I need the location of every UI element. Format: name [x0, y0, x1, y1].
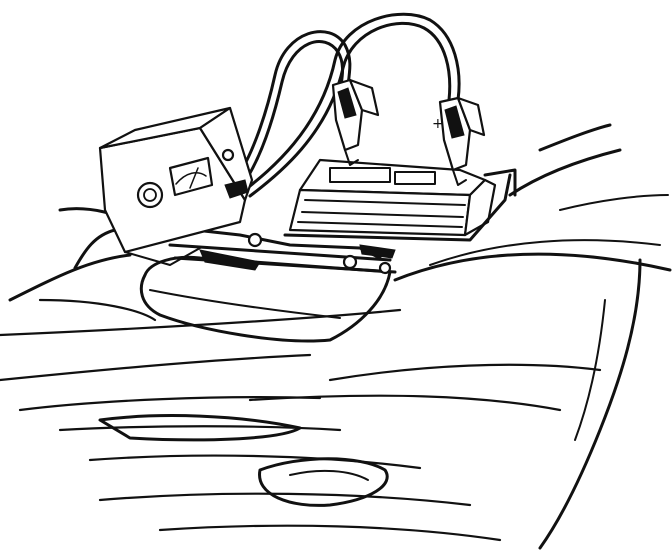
charger-cables	[73, 12, 461, 270]
body-right-edge	[538, 258, 642, 550]
fog-lamp-inner	[289, 469, 369, 481]
charger-cable-exit	[224, 179, 249, 199]
negative-clamp-grip	[337, 87, 357, 119]
battery-tray	[283, 173, 512, 242]
lower-air-intake	[98, 414, 302, 442]
charger-meter-needle	[189, 167, 199, 189]
charger-meter	[168, 156, 214, 197]
hood-right-lower	[393, 252, 672, 282]
bumper-line-10	[158, 524, 502, 542]
positive-clamp-tip	[452, 169, 467, 186]
engine-bay	[168, 228, 397, 275]
latch-bolt-2	[342, 254, 358, 270]
bumper-line-7	[58, 425, 342, 432]
battery-bracket	[483, 168, 517, 197]
negative-clamp: -	[331, 78, 380, 175]
cable-negative-outer	[233, 30, 352, 182]
cable-negative-inner	[238, 40, 345, 190]
negative-clamp-tip	[344, 149, 359, 166]
charger-meter-arc	[175, 171, 207, 185]
fender-left-contour	[8, 253, 132, 302]
positive-clamp-jaw	[456, 96, 486, 137]
charger-knob-inner	[143, 188, 157, 202]
charger-base	[124, 247, 201, 266]
bumper-line-2	[38, 298, 157, 322]
battery-label-1	[329, 167, 391, 183]
car-front-body	[0, 123, 672, 550]
hood-right-sweep	[508, 148, 622, 197]
bumper-line-3	[0, 353, 312, 382]
battery-rib-3	[297, 221, 463, 228]
hood-right-line3	[559, 194, 669, 211]
car-battery	[283, 158, 517, 242]
battery-label-2	[394, 171, 436, 185]
battery-rib-1	[304, 199, 466, 206]
bumper-line-8	[88, 454, 422, 470]
positive-clamp-grip	[444, 105, 465, 139]
fog-lamp	[258, 457, 389, 507]
bumper-line-1	[0, 308, 402, 337]
charger-knob	[136, 181, 164, 209]
hood-right-line2	[429, 239, 661, 266]
charger-side-screw	[221, 148, 235, 162]
battery-charger	[98, 106, 254, 266]
power-cord	[73, 228, 117, 270]
bumper-line-6	[248, 394, 562, 412]
positive-clamp: +	[432, 96, 486, 186]
negative-sign: -	[344, 161, 348, 175]
bumper-line-4	[328, 363, 602, 382]
engine-shadow-1	[199, 249, 261, 271]
battery-rib-2	[301, 211, 464, 218]
cable-positive-inner	[248, 22, 452, 198]
engine-shadow-2	[359, 244, 396, 259]
latch-bolt-3	[378, 261, 392, 275]
latch-bolt-1	[247, 232, 263, 248]
positive-sign: +	[432, 116, 444, 132]
cable-positive-outer	[243, 12, 461, 192]
headlamp-inner-line	[149, 289, 341, 319]
negative-clamp-jaw	[348, 78, 380, 117]
hood-right-crease	[538, 123, 612, 152]
bumper-line-9	[98, 492, 472, 507]
body-right-shading	[574, 299, 606, 441]
